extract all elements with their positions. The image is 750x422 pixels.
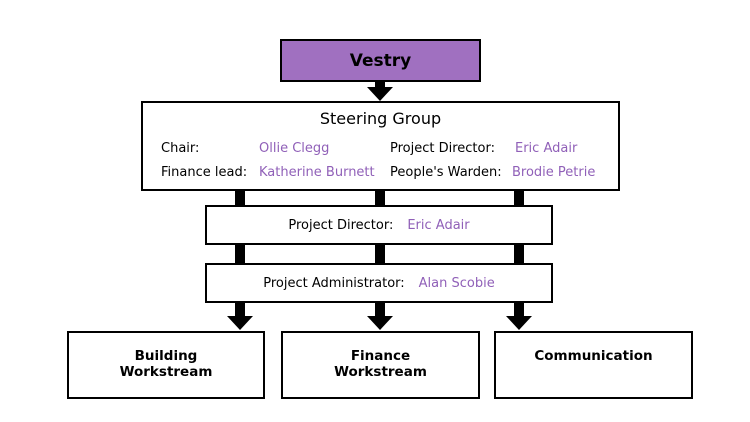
project-director-box-value: Eric Adair	[407, 217, 470, 233]
connector-steering-director-left	[235, 191, 245, 205]
project-director-value: Eric Adair	[515, 141, 578, 156]
chair-label: Chair:	[161, 141, 200, 156]
building-workstream-box: Building Workstream	[67, 331, 265, 399]
project-director-box: Project Director: Eric Adair	[205, 205, 553, 245]
finance-workstream-box: Finance Workstream	[281, 331, 480, 399]
vestry-box: Vestry	[280, 39, 481, 82]
arrow-admin-communication	[506, 316, 532, 330]
finance-workstream-label: Finance Workstream	[334, 348, 427, 380]
finance-lead-label: Finance lead:	[161, 165, 248, 180]
connector-admin-communication	[514, 303, 524, 317]
chair-value: Ollie Clegg	[259, 141, 330, 156]
arrow-admin-building	[227, 316, 253, 330]
connector-director-admin-left	[235, 245, 245, 263]
project-administrator-label: Project Administrator:	[263, 275, 405, 291]
project-administrator-box: Project Administrator: Alan Scobie	[205, 263, 553, 303]
steering-group-title: Steering Group	[319, 109, 442, 128]
connector-admin-building	[235, 303, 245, 317]
steering-group-box: Steering Group Chair: Ollie Clegg Financ…	[141, 101, 620, 191]
project-administrator-value: Alan Scobie	[418, 275, 495, 291]
connector-director-admin-right	[514, 245, 524, 263]
project-director-label: Project Director:	[390, 141, 495, 156]
connector-director-admin-center	[375, 245, 385, 263]
peoples-warden-value: Brodie Petrie	[512, 165, 596, 180]
connector-steering-director-center	[375, 191, 385, 205]
building-workstream-label: Building Workstream	[119, 348, 213, 380]
finance-lead-value: Katherine Burnett	[259, 165, 375, 180]
connector-steering-director-right	[514, 191, 524, 205]
arrow-vestry-steering	[367, 87, 393, 101]
peoples-warden-label: People's Warden:	[390, 165, 502, 180]
project-director-box-label: Project Director:	[288, 217, 394, 233]
arrow-admin-finance	[367, 316, 393, 330]
communication-workstream-box: Communication	[494, 331, 693, 399]
vestry-label: Vestry	[349, 50, 412, 71]
connector-admin-finance	[375, 303, 385, 317]
communication-workstream-label: Communication	[534, 348, 653, 364]
connector-vestry-steering	[375, 82, 385, 88]
